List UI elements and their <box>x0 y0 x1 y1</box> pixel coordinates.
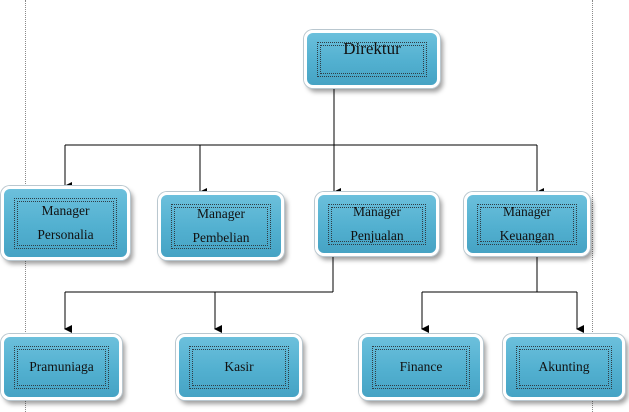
node-label: Pramuniaga <box>29 359 94 374</box>
node-manager-personalia: Manager Personalia <box>1 186 130 260</box>
node-akunting: Akunting <box>503 334 625 400</box>
node-label-line-1: Manager <box>503 204 551 219</box>
right-margin-guide <box>592 0 593 412</box>
node-label-line-2: Keuangan <box>499 228 555 243</box>
node-label: Finance <box>399 359 443 374</box>
node-finance: Finance <box>359 334 483 400</box>
node-label: Direktur <box>343 39 401 58</box>
node-label-line-1: Manager <box>197 206 245 221</box>
node-inner-frame <box>516 346 612 389</box>
node-manager-penjualan: Manager Penjualan <box>315 192 439 256</box>
node-inner-frame <box>14 198 117 249</box>
node-manager-pembelian: Manager Pembelian <box>158 192 284 260</box>
node-inner-frame <box>189 346 289 389</box>
node-inner-frame <box>477 204 577 245</box>
node-direktur: Direktur <box>304 30 440 88</box>
node-label-line-2: Penjualan <box>350 228 404 243</box>
node-label-line-1: Manager <box>41 203 90 218</box>
node-label-line-1: Manager <box>353 204 401 219</box>
node-inner-frame <box>14 346 109 389</box>
node-label-line-2: Personalia <box>37 227 94 242</box>
node-label: Kasir <box>224 359 254 374</box>
node-inner-frame <box>171 204 271 249</box>
node-manager-keuangan: Manager Keuangan <box>464 192 590 256</box>
node-label: Akunting <box>538 359 590 374</box>
node-inner-frame <box>317 42 427 77</box>
node-kasir: Kasir <box>176 334 302 400</box>
node-inner-frame <box>372 346 470 389</box>
node-label-line-2: Pembelian <box>192 230 250 245</box>
node-inner-frame <box>328 204 426 245</box>
node-pramuniaga: Pramuniaga <box>1 334 122 400</box>
